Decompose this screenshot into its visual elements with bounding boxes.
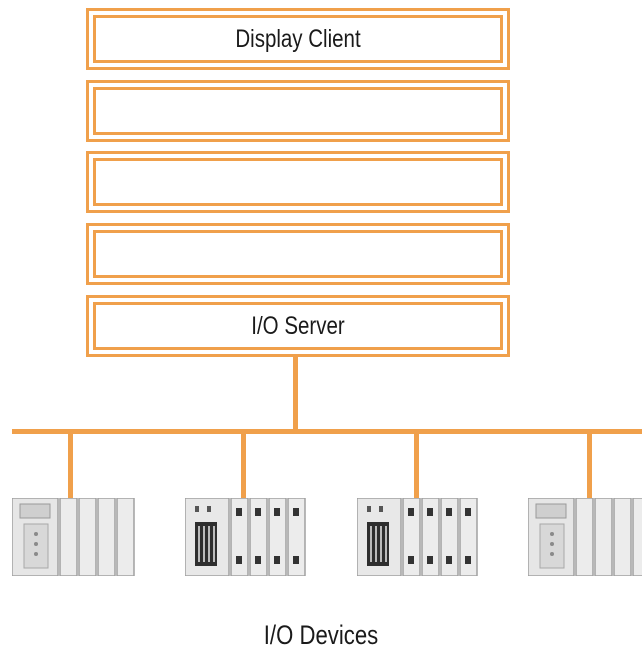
io-module-rack-icon xyxy=(185,498,306,576)
io-module-rack-icon xyxy=(357,498,478,576)
io-server-box: I/O Server xyxy=(86,295,510,357)
device-drop-line-3 xyxy=(414,432,419,500)
plc-rack-icon xyxy=(528,498,642,576)
display-client-label: Display Client xyxy=(235,24,361,53)
io-server-label: I/O Server xyxy=(251,311,345,340)
layer-box-3 xyxy=(86,151,510,213)
device-drop-line-4 xyxy=(587,432,592,500)
server-connector-line xyxy=(293,357,298,433)
display-client-box: Display Client xyxy=(86,8,510,70)
network-bus-line xyxy=(12,429,642,434)
device-drop-line-2 xyxy=(241,432,246,500)
io-devices-label: I/O Devices xyxy=(263,620,379,650)
plc-rack-icon xyxy=(12,498,135,576)
layer-box-2 xyxy=(86,80,510,142)
layer-box-4 xyxy=(86,223,510,285)
layer-box-4-label xyxy=(127,226,470,282)
layer-box-3-label xyxy=(127,154,470,210)
layer-box-2-label xyxy=(127,83,470,139)
device-drop-line-1 xyxy=(68,432,73,500)
